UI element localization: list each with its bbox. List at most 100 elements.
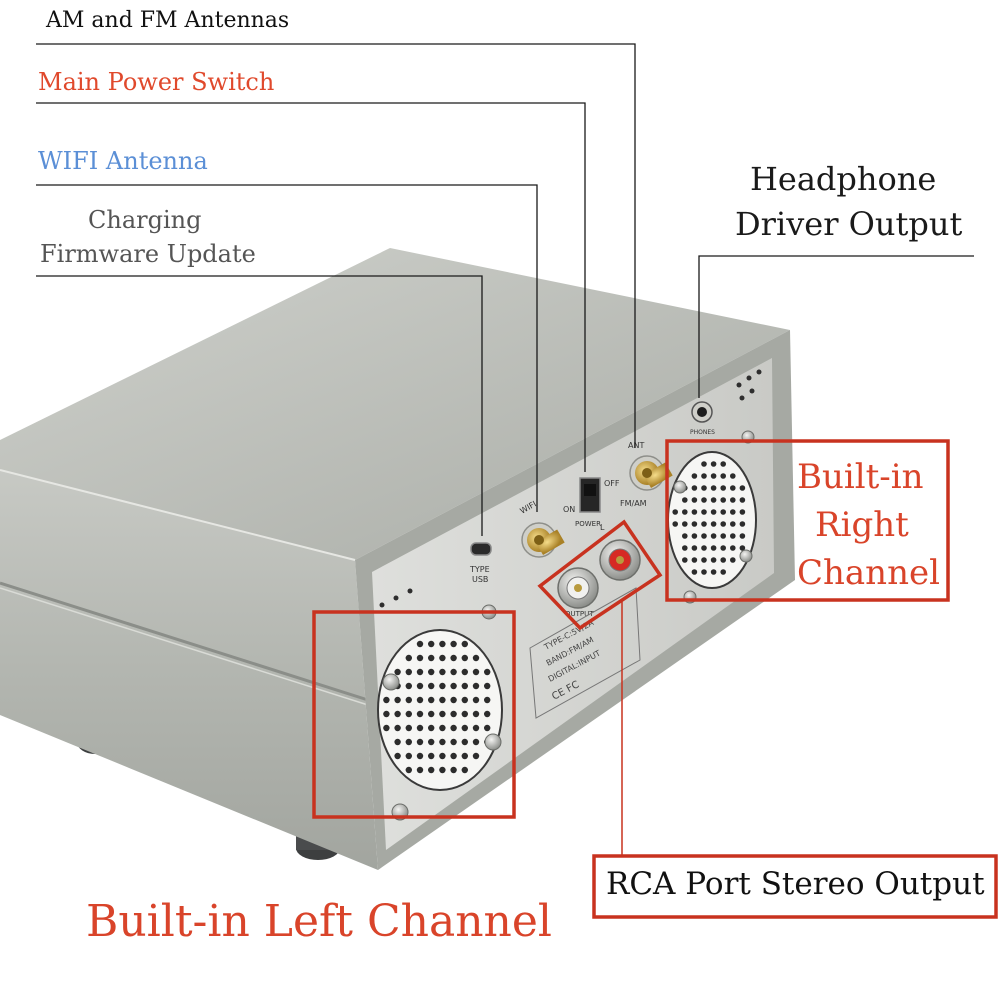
- grille-hole: [394, 752, 401, 760]
- grille-hole: [450, 710, 457, 718]
- headphone-jack: [691, 401, 713, 423]
- grille-hole: [710, 521, 717, 527]
- rca-left-jack: [557, 567, 599, 609]
- label-driver-output: Driver Output: [735, 205, 963, 243]
- grille-hole: [701, 521, 707, 527]
- grille-hole: [405, 654, 412, 662]
- power-label: POWER: [575, 520, 601, 528]
- grille-hole: [701, 557, 707, 563]
- grille-hole: [691, 545, 698, 551]
- grille-hole: [691, 521, 698, 527]
- highlight-rca-label: [592, 854, 998, 919]
- grille-hole: [710, 557, 717, 563]
- grille-hole: [383, 724, 390, 732]
- leader-power: [36, 102, 586, 472]
- grille-hole: [450, 752, 457, 760]
- grille-hole: [710, 509, 717, 515]
- vent-dot: [379, 602, 385, 608]
- wifi-antenna-connector: [521, 522, 565, 558]
- grille-hole: [484, 724, 491, 732]
- screw-icon: [673, 480, 687, 494]
- screw-icon: [484, 733, 502, 751]
- leader-charging: [36, 275, 483, 536]
- grille-hole: [461, 738, 468, 746]
- grille-hole: [461, 710, 468, 718]
- chassis-side: [0, 470, 378, 870]
- grille-hole: [710, 545, 717, 551]
- grille-hole: [701, 569, 707, 575]
- grille-hole: [428, 766, 435, 774]
- highlight-right-channel: [665, 439, 950, 602]
- grille-hole: [701, 497, 707, 503]
- grille-hole: [416, 640, 424, 648]
- grille-hole: [405, 738, 412, 746]
- highlight-left-channel: [312, 610, 516, 819]
- grille-hole: [450, 654, 457, 662]
- grille-hole: [450, 668, 457, 676]
- grille-hole: [394, 710, 401, 718]
- grille-hole: [691, 533, 698, 539]
- vent-dot: [736, 382, 742, 388]
- usb-label-line2: USB: [472, 575, 488, 584]
- grille-hole: [720, 497, 726, 503]
- grille-hole: [720, 521, 726, 527]
- grille-hole: [461, 668, 468, 676]
- grille-hole: [450, 696, 457, 704]
- grille-hole: [428, 710, 435, 718]
- grille-hole: [450, 766, 457, 774]
- grille-hole: [394, 696, 401, 704]
- grille-hole: [701, 545, 707, 551]
- leader-am-fm: [36, 43, 636, 448]
- label-firmware-update: Firmware Update: [40, 240, 256, 268]
- grille-hole: [428, 724, 435, 732]
- chassis-seam: [0, 581, 369, 702]
- grille-hole: [394, 738, 401, 746]
- grille-hole: [405, 766, 412, 774]
- grille-hole: [730, 545, 736, 551]
- grille-hole: [739, 485, 746, 491]
- grille-hole: [383, 710, 390, 718]
- grille-hole: [484, 668, 491, 676]
- grille-hole: [691, 473, 698, 479]
- grille-hole: [439, 682, 446, 690]
- grille-hole: [461, 654, 468, 662]
- fm-am-port-label: FM/AM: [620, 499, 647, 508]
- grille-hole: [720, 533, 726, 539]
- grille-hole: [720, 509, 726, 515]
- grille-hole: [405, 752, 412, 760]
- grille-hole: [682, 497, 688, 503]
- label-am-fm-antennas: AM and FM Antennas: [46, 8, 290, 33]
- screw-icon: [382, 673, 400, 691]
- grille-hole: [710, 533, 717, 539]
- ant-port-label: ANT: [628, 441, 644, 450]
- grille-hole: [720, 569, 726, 575]
- grille-hole: [730, 497, 736, 503]
- grille-hole: [439, 696, 446, 704]
- grille-hole: [720, 557, 726, 563]
- grille-hole: [710, 461, 717, 467]
- grille-hole: [484, 696, 491, 704]
- leader-wifi: [36, 184, 538, 512]
- grille-hole: [472, 710, 480, 718]
- grille-hole: [682, 509, 688, 515]
- grille-hole: [682, 533, 688, 539]
- grille-hole: [439, 710, 446, 718]
- grille-hole: [720, 473, 726, 479]
- grille-hole: [439, 724, 446, 732]
- grille-hole: [428, 654, 435, 662]
- grille-hole: [383, 696, 390, 704]
- grille-hole: [428, 752, 435, 760]
- grille-hole: [461, 766, 468, 774]
- grille-hole: [710, 569, 717, 575]
- grille-hole: [730, 521, 736, 527]
- grille-hole: [394, 668, 401, 676]
- rca-l-label: L: [600, 523, 605, 532]
- vent-dot: [739, 395, 745, 401]
- grille-hole: [461, 640, 468, 648]
- grille-hole: [439, 654, 446, 662]
- grille-hole: [691, 557, 698, 563]
- grille-hole: [730, 509, 736, 515]
- grille-hole: [416, 724, 424, 732]
- grille-hole: [730, 557, 736, 563]
- grille-hole: [672, 521, 678, 527]
